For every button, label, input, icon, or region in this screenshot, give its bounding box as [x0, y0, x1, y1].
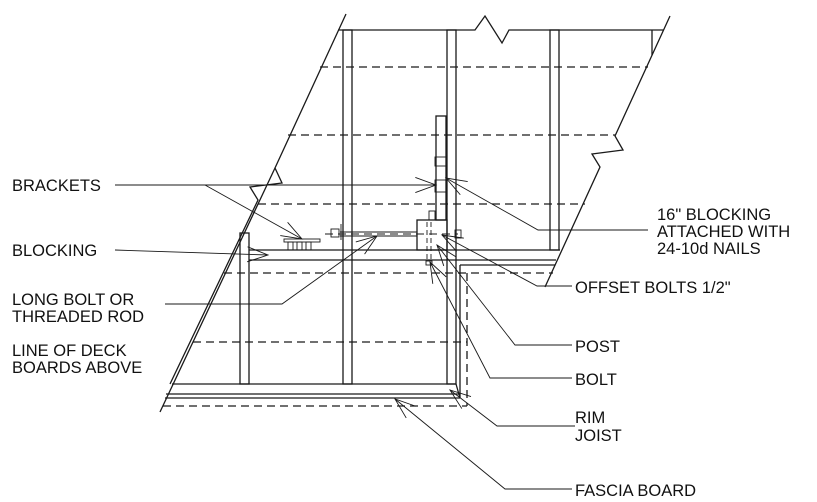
- offset-bolts-leader-arrowhead: [440, 234, 464, 252]
- blocking-leader: [114, 249, 269, 256]
- blocking-leader-arrowhead: [246, 246, 270, 263]
- label-joist: JOIST: [575, 427, 622, 445]
- label-deck-line1: LINE OF DECK: [12, 342, 127, 360]
- post-leader: [436, 244, 572, 346]
- left-break-line: [169, 13, 347, 385]
- label-offset-bolts: OFFSET BOLTS 1/2": [575, 279, 731, 297]
- label-blocking: BLOCKING: [12, 242, 97, 260]
- rim-joist-leader: [449, 389, 575, 427]
- rim-joist: [165, 383, 460, 399]
- label-long-bolt-line2: THREADED ROD: [12, 308, 144, 326]
- leader-lines: [114, 177, 648, 490]
- blocking16-leader-arrowhead: [444, 177, 468, 196]
- label-post: POST: [575, 338, 620, 356]
- label-long-bolt-line1: LONG BOLT OR: [12, 291, 134, 309]
- rim-joist-leader-arrowhead: [448, 389, 472, 409]
- callout-labels: BRACKETS BLOCKING LONG BOLT OR THREADED …: [12, 177, 790, 500]
- label-bolt: BOLT: [575, 371, 617, 389]
- label-rim: RIM: [575, 409, 605, 427]
- post-leader-arrowhead: [436, 243, 456, 267]
- bolt-leader: [429, 261, 572, 379]
- brackets-leader-2: [204, 184, 303, 240]
- brackets-leader-2-arrowhead: [280, 222, 304, 240]
- label-16-blocking-line2: ATTACHED WITH: [657, 223, 790, 241]
- label-16-blocking-line1: 16" BLOCKING: [657, 206, 771, 224]
- label-brackets: BRACKETS: [12, 177, 101, 195]
- brackets-leader-arrowhead: [415, 177, 438, 193]
- blocking16-leader: [445, 177, 648, 231]
- top-break-line: [338, 14, 664, 45]
- fascia-leader: [394, 398, 572, 490]
- blocking-members: [249, 249, 560, 399]
- right-break-line: [544, 15, 671, 288]
- label-16-blocking-line3: 24-10d NAILS: [657, 240, 761, 258]
- offset-bolts-leader: [441, 234, 572, 287]
- deck-board-lines: [163, 66, 648, 407]
- left-outer-edge: [159, 167, 276, 413]
- label-fascia-board: FASCIA BOARD: [575, 482, 696, 500]
- long-bolt-leader: [165, 235, 378, 305]
- bolt-leader-arrowhead: [429, 260, 447, 284]
- framing: [159, 13, 671, 413]
- long-bolt-leader-arrowhead: [355, 235, 379, 255]
- fascia-leader-arrowhead: [393, 398, 416, 419]
- label-deck-line2: BOARDS ABOVE: [12, 359, 142, 377]
